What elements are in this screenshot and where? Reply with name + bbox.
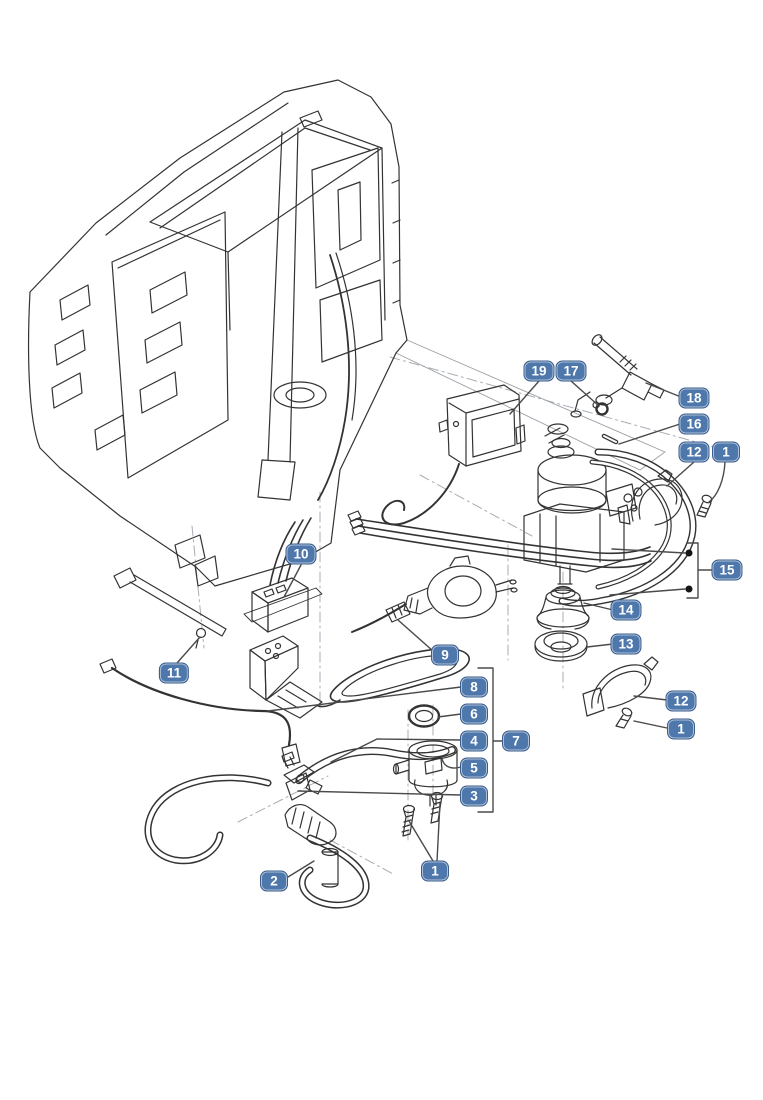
steam-valve [571,333,664,417]
pump-wires [348,511,651,567]
power-connector-10 [244,518,322,632]
sensor-wire-8 [100,659,300,766]
hose-2 [148,778,366,905]
pump-assembly [524,424,642,584]
screws-bottom [402,793,443,837]
clamp-lower [583,657,658,716]
machine-housing [29,80,407,586]
hose-arc [562,452,693,603]
control-board [382,385,525,525]
fitting-3 [282,752,322,800]
screw-upper-right [697,494,713,517]
seal-ring-13 [535,631,587,661]
clamp-upper [618,470,682,525]
thermal-fuse-11 [114,568,226,648]
funnel-14 [537,587,589,630]
flowmeter-5 [394,741,458,806]
screw-lower-right [616,707,633,728]
centerlines [192,357,714,875]
hose-4 [294,750,452,785]
o-ring-6 [409,706,439,727]
pin-16 [604,436,616,442]
leader-lines [177,381,725,877]
base-plate [396,340,665,470]
o-ring-17 [597,404,608,415]
power-cord-9 [250,556,517,718]
